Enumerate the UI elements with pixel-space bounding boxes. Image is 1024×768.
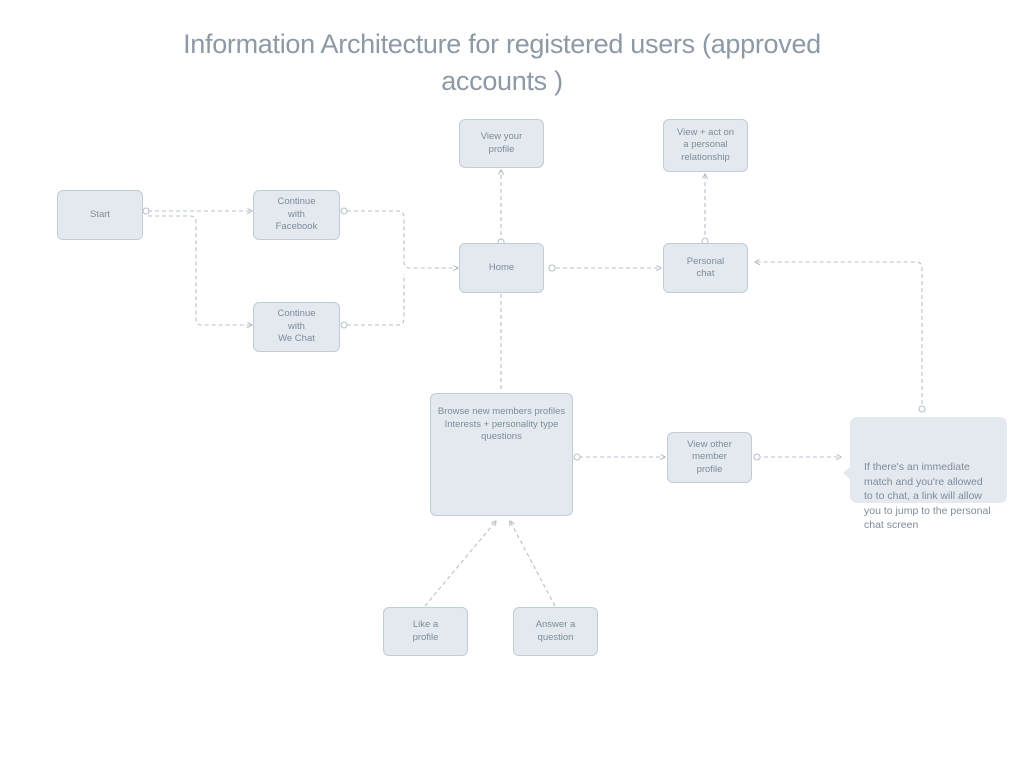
note-tail <box>843 466 851 480</box>
wire-facebook-to-home <box>347 210 458 268</box>
page-title: Information Architecture for registered … <box>183 29 829 96</box>
port-view-member-right <box>753 453 761 461</box>
wire-wechat-to-home <box>347 274 405 326</box>
node-like-a-profile[interactable]: Like a profile <box>383 607 468 656</box>
node-view-act-on-personal-relationship[interactable]: View + act on a personal relationship <box>663 119 748 172</box>
wire-start-to-wechat <box>148 215 252 325</box>
node-continue-with-wechat[interactable]: Continue with We Chat <box>253 302 340 352</box>
wire-like-profile-to-browse <box>424 521 496 607</box>
port-start <box>142 207 150 215</box>
node-continue-with-facebook[interactable]: Continue with Facebook <box>253 190 340 240</box>
node-view-your-profile[interactable]: View your profile <box>459 119 544 168</box>
port-wechat <box>340 321 348 329</box>
port-browse-right <box>573 453 581 461</box>
node-home[interactable]: Home <box>459 243 544 293</box>
port-note-top <box>918 405 926 413</box>
wire-answer-question-to-browse <box>510 521 556 607</box>
note-immediate-match[interactable]: If there's an immediate match and you're… <box>843 417 1007 531</box>
node-view-other-member-profile[interactable]: View other member profile <box>667 432 752 483</box>
port-facebook <box>340 207 348 215</box>
note-text: If there's an immediate match and you're… <box>864 461 991 531</box>
port-home-right <box>548 264 556 272</box>
wire-note-to-personal-chat <box>755 262 923 411</box>
node-personal-chat[interactable]: Personal chat <box>663 243 748 293</box>
node-answer-a-question[interactable]: Answer a question <box>513 607 598 656</box>
node-browse-new-members-profiles[interactable]: Browse new members profiles Interests + … <box>430 393 573 516</box>
node-start[interactable]: Start <box>57 190 143 240</box>
